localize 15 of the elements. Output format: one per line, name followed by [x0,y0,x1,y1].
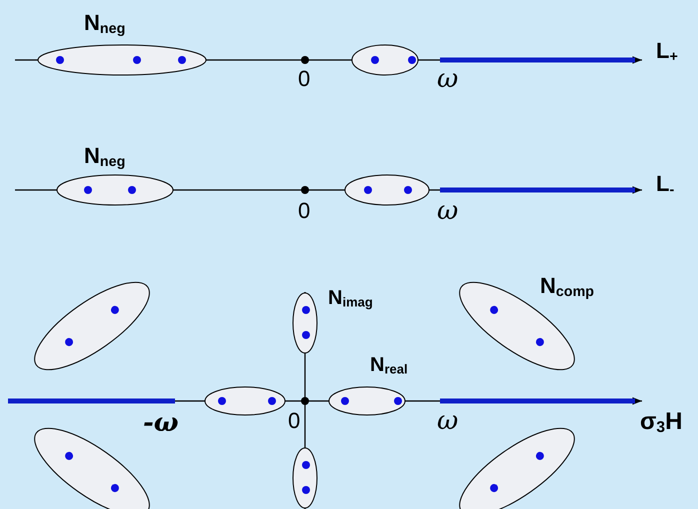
set-label: N$_{neg}$ [84,12,126,36]
tick-label: ω [437,408,458,434]
set-label: N$_{imag}$ [328,288,373,309]
set-label: N$_{neg}$ [84,145,126,170]
set-label: N$_{real}$ [370,355,408,376]
tick-label: 0 [298,200,310,222]
tick-label: -ω [143,410,179,436]
tick-label: 0 [288,410,300,432]
tick-label: 0 [298,68,310,90]
set-label: N$_{comp}$ [540,275,594,300]
tick-label: ω [437,66,458,92]
operator-label: σ$_{3}$H [640,410,682,436]
tick-label: ω [437,198,458,224]
operator-label: L$_{+}$ [656,40,678,64]
operator-label: L$_{-}$ [656,173,674,198]
